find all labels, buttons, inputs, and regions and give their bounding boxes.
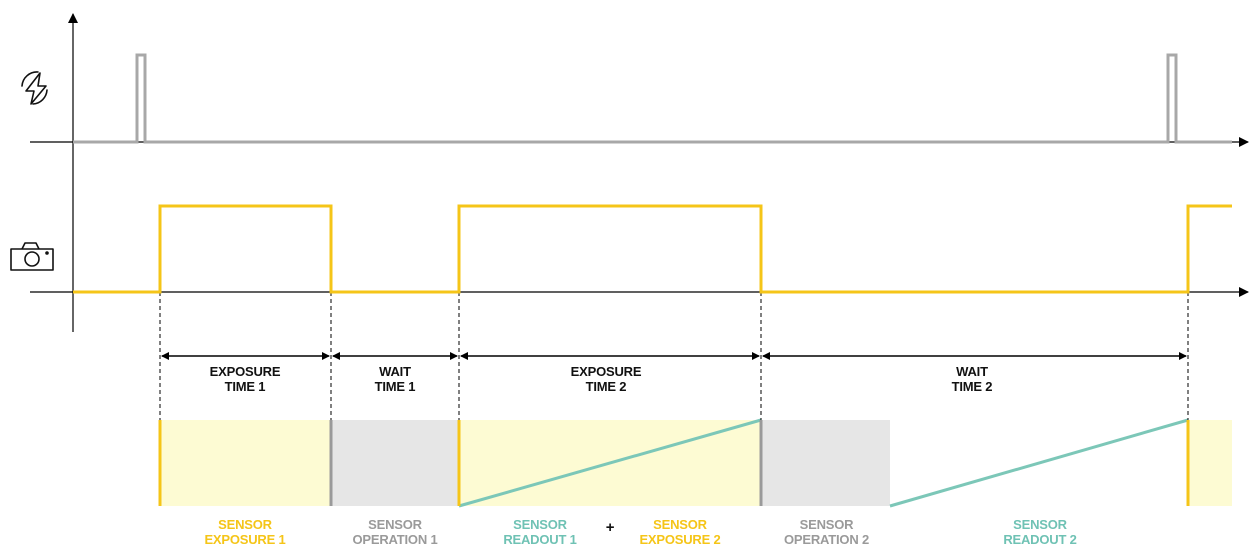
plus-sign: +: [605, 519, 615, 536]
sensor-operation-1-fill: [331, 420, 459, 506]
camera-icon: [10, 242, 54, 271]
flash-signal: [73, 53, 1232, 144]
dashed-guides: [159, 292, 1189, 420]
sensor-exposure-1-fill: [160, 420, 331, 506]
sensor-readout-2-ramp: [889, 418, 1189, 508]
camera-signal: [73, 204, 1232, 294]
sensor-operation-2-fill: [761, 420, 890, 506]
flash-icon: [21, 71, 48, 105]
sensor-exposure-3-fill: [1188, 420, 1232, 506]
sensor-readout-1-ramp: [458, 418, 762, 508]
